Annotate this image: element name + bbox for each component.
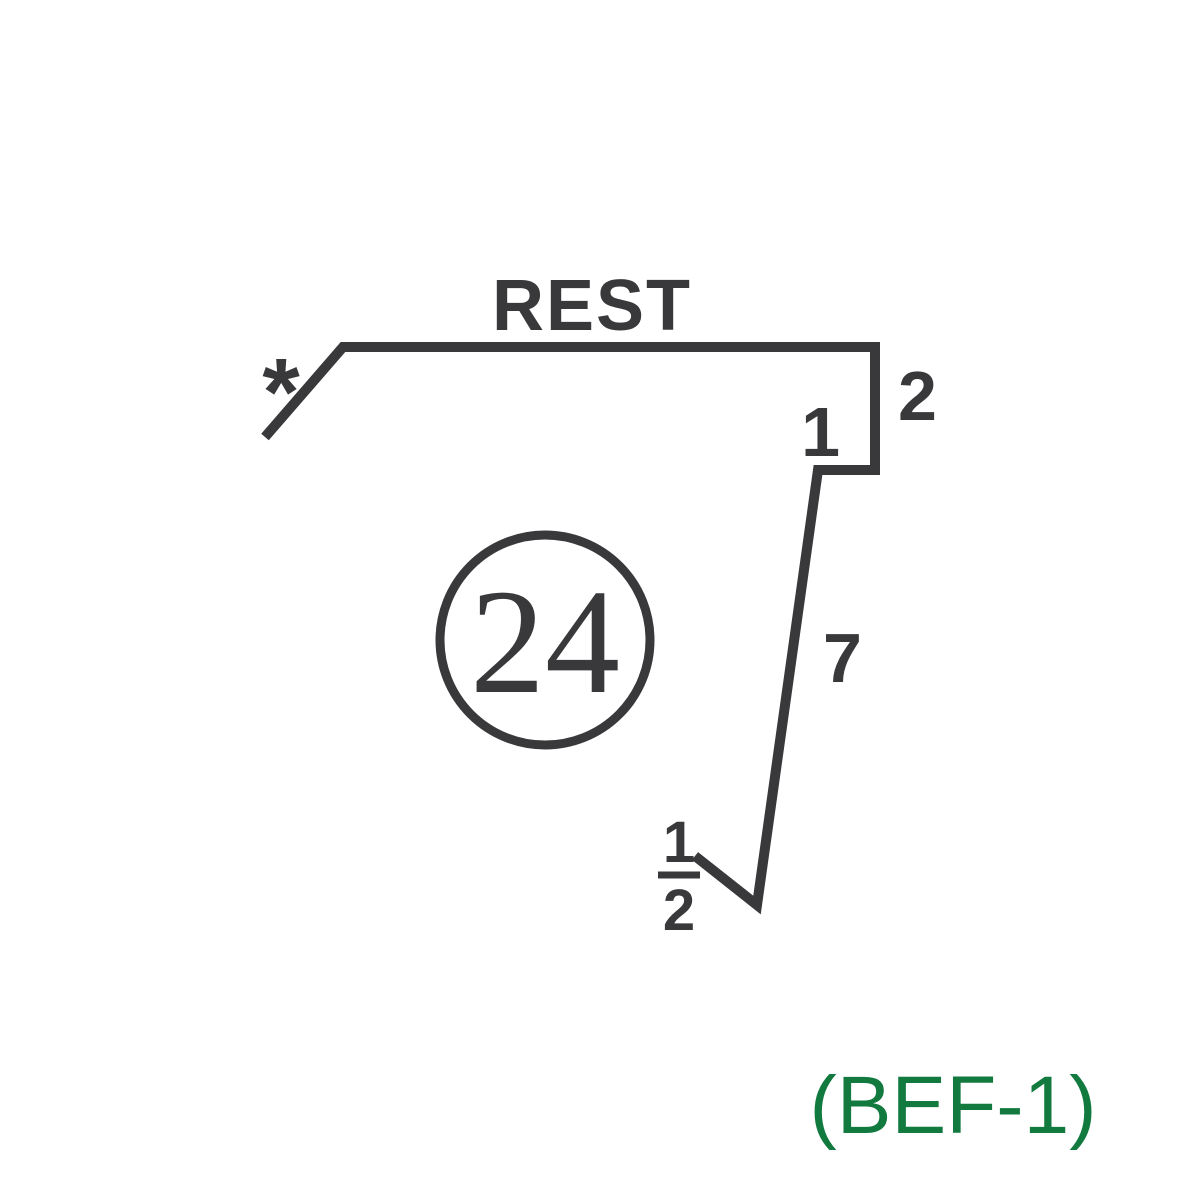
- rest-label: REST: [492, 266, 692, 346]
- profile-line: [261, 342, 880, 915]
- gauge-number: 24: [470, 559, 620, 725]
- gauge-circle: [435, 530, 655, 750]
- fraction-numerator: 1: [663, 810, 695, 875]
- fraction-denominator: 2: [663, 878, 695, 943]
- fraction-half: 1 2: [658, 810, 700, 943]
- dimension-1-label: 1: [801, 393, 840, 471]
- part-code-label: (BEF-1): [810, 1060, 1097, 1151]
- dimension-7-label: 7: [823, 619, 862, 697]
- asterisk-label: *: [262, 339, 300, 446]
- dimension-2-label: 2: [898, 357, 937, 435]
